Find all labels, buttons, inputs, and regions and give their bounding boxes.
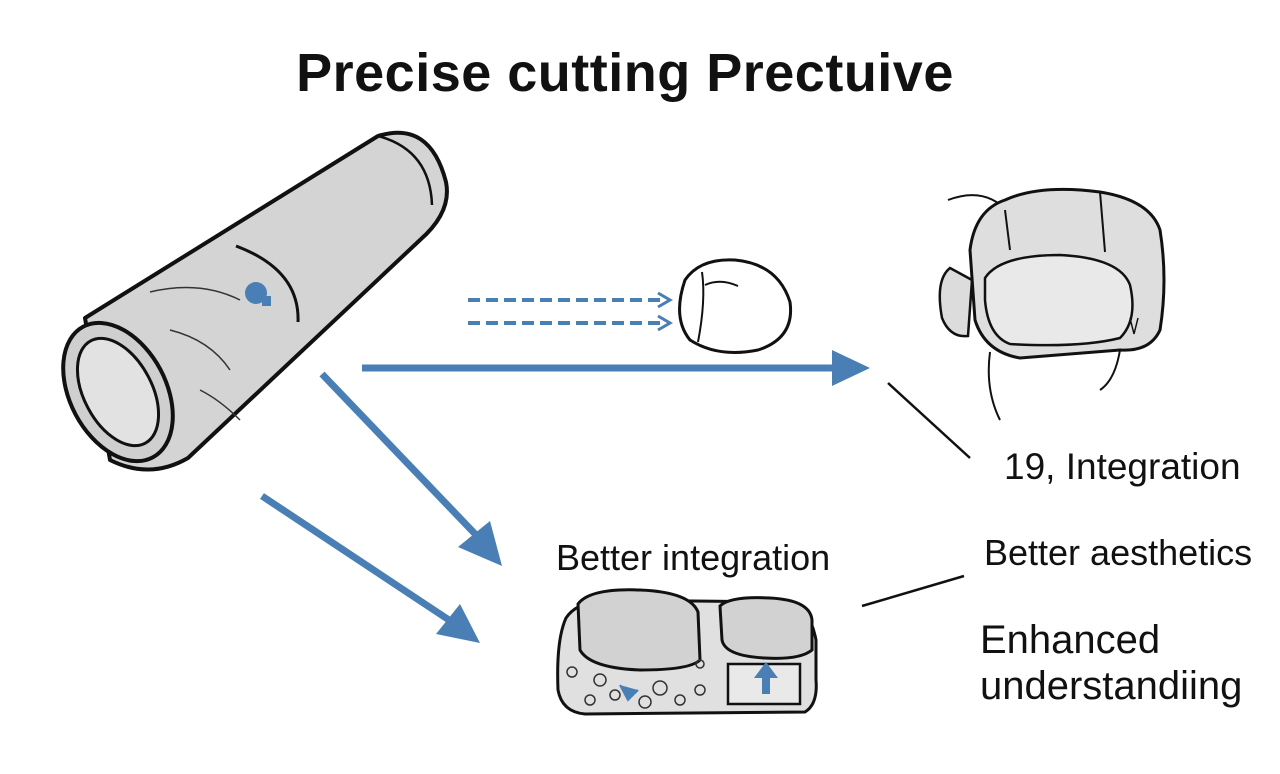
tooth-crown-icon	[938, 187, 1166, 421]
label-enhanced-line2: understandiing	[980, 664, 1243, 708]
cutting-tool-icon	[61, 130, 449, 472]
diagram-title: Precise cutting Prectuive	[296, 43, 954, 103]
dashed-arrows	[468, 291, 673, 332]
label-enhanced-line1: Enhanced	[980, 618, 1161, 662]
label-better-aesthetics: Better aesthetics	[984, 532, 1253, 573]
main-arrow	[362, 350, 870, 386]
tooth-icon	[678, 258, 793, 354]
label-better-integration: Better integration	[556, 537, 831, 578]
leader-lines	[861, 382, 971, 608]
tool-marker-icon	[245, 282, 267, 304]
tooth-block-icon	[556, 588, 818, 716]
diagonal-arrows	[260, 371, 502, 643]
label-integration: 19, Integration	[1004, 446, 1241, 487]
label-enhanced-understanding: Enhanced understandiing	[980, 617, 1270, 709]
